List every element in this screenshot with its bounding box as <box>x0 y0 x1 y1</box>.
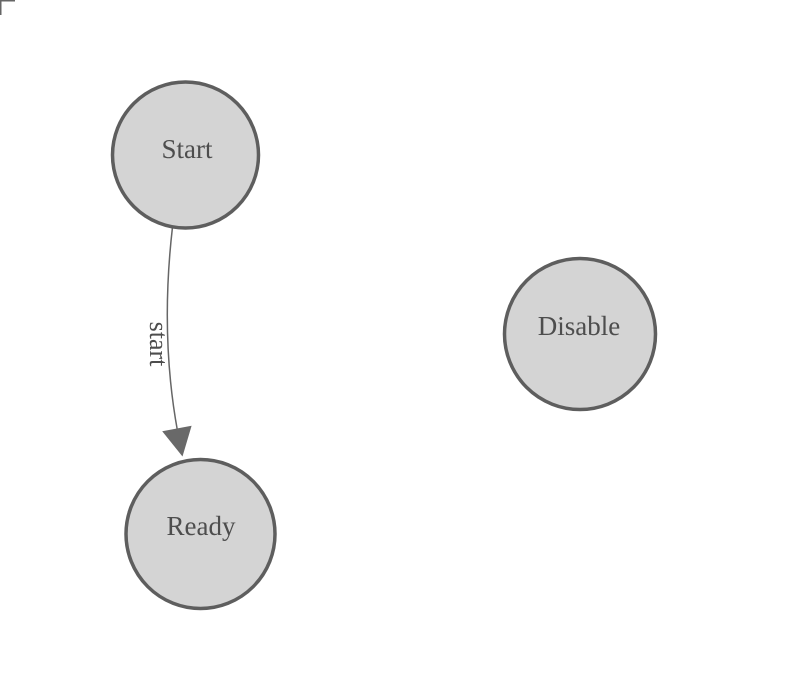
state-node-disable[interactable]: Disable <box>502 256 658 412</box>
transition-label[interactable]: start <box>144 322 173 368</box>
state-label-disable[interactable]: Disable <box>538 311 620 341</box>
state-label-start[interactable]: Start <box>162 134 213 164</box>
state-node-start[interactable]: Start <box>110 80 261 230</box>
transition-arrowhead-icon[interactable] <box>162 425 192 457</box>
state-node-ready[interactable]: Ready <box>124 457 277 611</box>
state-circle-start[interactable] <box>110 80 261 230</box>
state-label-ready[interactable]: Ready <box>167 511 236 541</box>
state-circle-disable[interactable] <box>502 256 658 412</box>
canvas-corner-mark <box>0 0 15 15</box>
state-circle-ready[interactable] <box>124 457 277 611</box>
transition-start-to-ready[interactable]: start <box>144 226 192 457</box>
transition-edge-path[interactable] <box>166 226 179 432</box>
